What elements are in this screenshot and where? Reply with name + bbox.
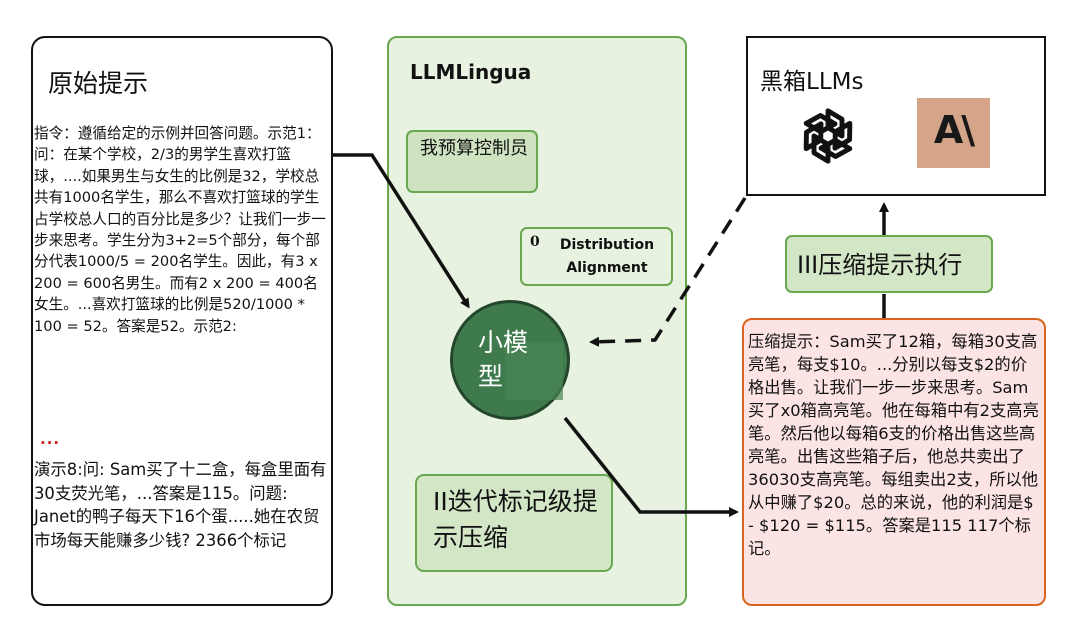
compressed-prompt-text: 压缩提示：Sam买了12箱，每箱30支高亮笔，每支$10。...分别以每支$2的…	[748, 332, 1039, 558]
arrow-small-model-to-compressed	[563, 416, 739, 517]
small-model-label: 小模型	[478, 328, 529, 391]
budget-controller-box	[406, 130, 538, 193]
black-box-llms-box	[746, 36, 1046, 196]
omitted-ellipsis: ...	[40, 430, 61, 448]
openai-logo-icon	[803, 108, 853, 164]
distribution-alignment-box	[520, 227, 673, 286]
arrow-original-to-small-model	[333, 153, 470, 309]
compressed-prompt-execution-label: III压缩提示执行	[797, 251, 963, 279]
iterative-compression-label: II迭代标记级提示压缩	[433, 487, 598, 552]
small-model-highlight	[505, 342, 563, 400]
llmlingua-title: LLMLingua	[410, 60, 532, 84]
budget-controller-label: 我预算控制员	[420, 138, 528, 159]
compressed-prompt-execution-box	[785, 235, 993, 293]
anthropic-logo-icon	[917, 98, 990, 168]
original-prompt-demo-text: 演示8:问: Sam买了十二盒，每盒里面有30支荧光笔，...答案是115。问题…	[34, 460, 327, 550]
original-prompt-text: 指令：遵循给定的示例并回答问题。示范1：问：在某个学校，2/3的男学生喜欢打篮球…	[34, 125, 326, 335]
distribution-alignment-number: 0	[530, 234, 540, 250]
compressed-prompt-box	[742, 318, 1046, 606]
original-prompt-title: 原始提示	[48, 69, 149, 98]
original-prompt-box	[31, 36, 333, 606]
distribution-alignment-label: Distribution Alignment	[559, 237, 655, 276]
arrow-black-box-to-small-model-dashed	[589, 197, 747, 347]
black-box-llms-title: 黑箱LLMs	[760, 69, 864, 95]
iterative-compression-box	[415, 474, 613, 572]
anthropic-logo-text: A\	[933, 108, 975, 152]
